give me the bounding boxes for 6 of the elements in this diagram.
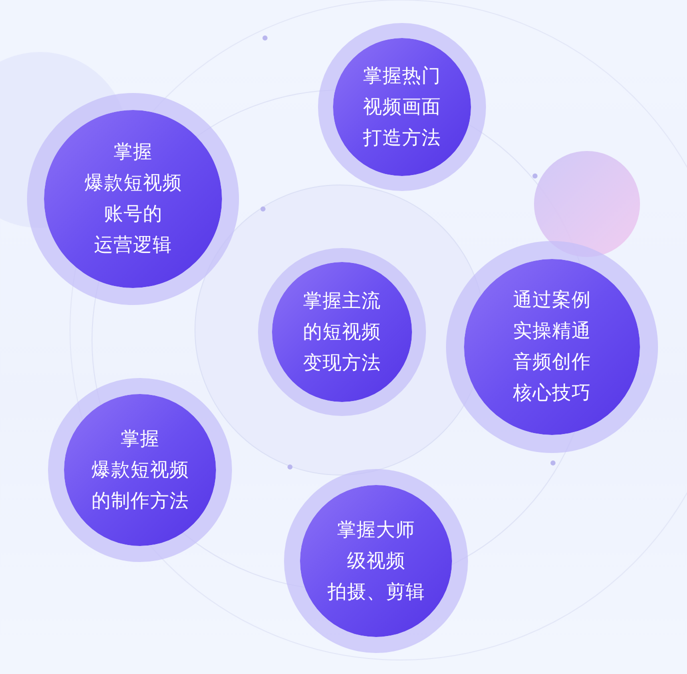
node-label: 掌握热门视频画面打造方法 bbox=[363, 64, 441, 150]
node-label: 掌握主流的短视频变现方法 bbox=[303, 288, 381, 376]
node-label: 通过案例实操精通音频创作核心技巧 bbox=[513, 288, 591, 406]
node-label: 掌握大师级视频拍摄、剪辑 bbox=[327, 518, 425, 604]
node-label: 掌握爆款短视频账号的运营逻辑 bbox=[84, 140, 182, 258]
node-label: 掌握爆款短视频的制作方法 bbox=[91, 426, 189, 514]
